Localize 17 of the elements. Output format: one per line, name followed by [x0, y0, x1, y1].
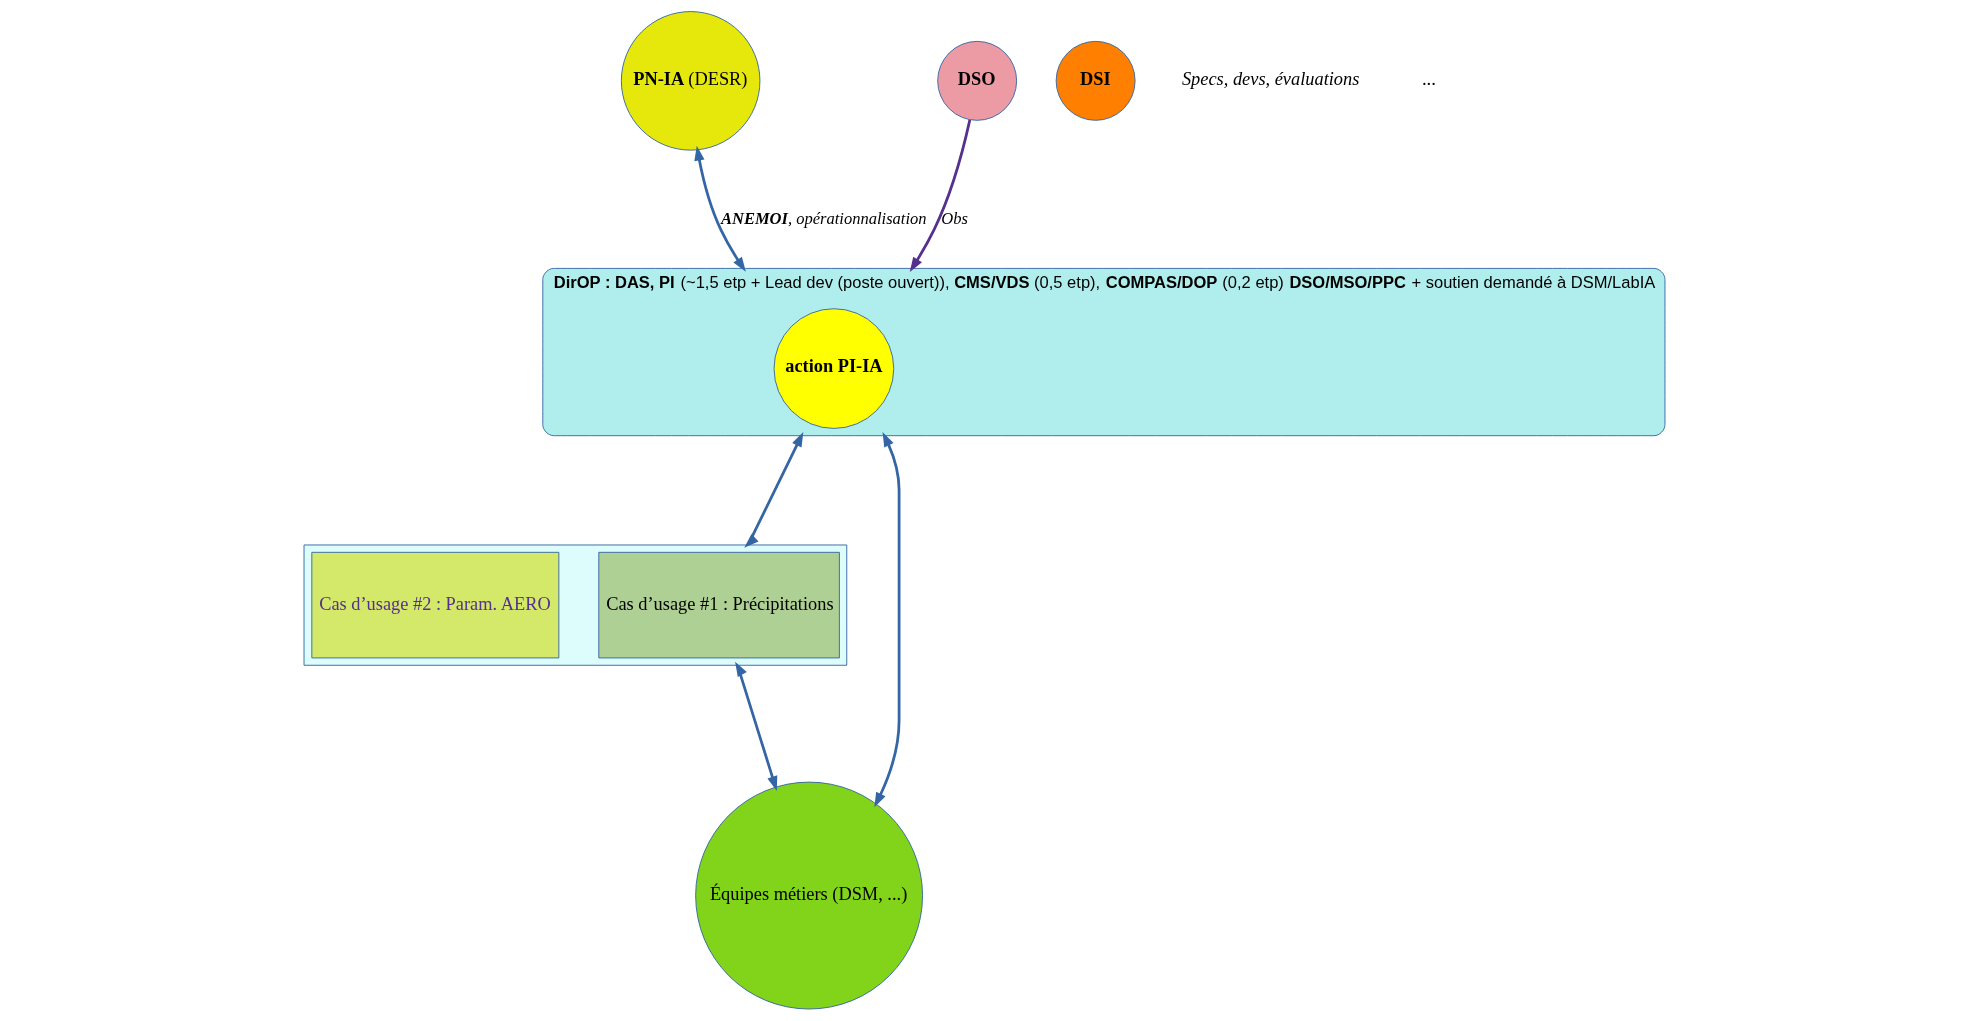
node-circle: DSI [1055, 40, 1136, 121]
label: ... [1422, 68, 1436, 89]
node-box: Cas d’usage #1 : Précipitations [597, 551, 840, 659]
node-circle: DSO [936, 40, 1017, 121]
arrow [693, 145, 746, 272]
arrow [873, 431, 900, 808]
arrow [743, 431, 803, 548]
label: Specs, devs, évaluations [1181, 68, 1359, 89]
node-circle: Équipes métiers (DSM, ...) [694, 781, 923, 1010]
edge-label: Obs [940, 208, 968, 228]
arrow [909, 119, 971, 272]
node-circle: PN-IA (DESR) [620, 11, 760, 151]
arrow [734, 661, 777, 791]
edge-label: ANEMOI, opérationnalisation [720, 208, 927, 228]
node-circle: action PI-IA [773, 308, 894, 429]
cluster [303, 544, 847, 666]
node-box: Cas d’usage #2 : Param. AERO [310, 551, 559, 659]
